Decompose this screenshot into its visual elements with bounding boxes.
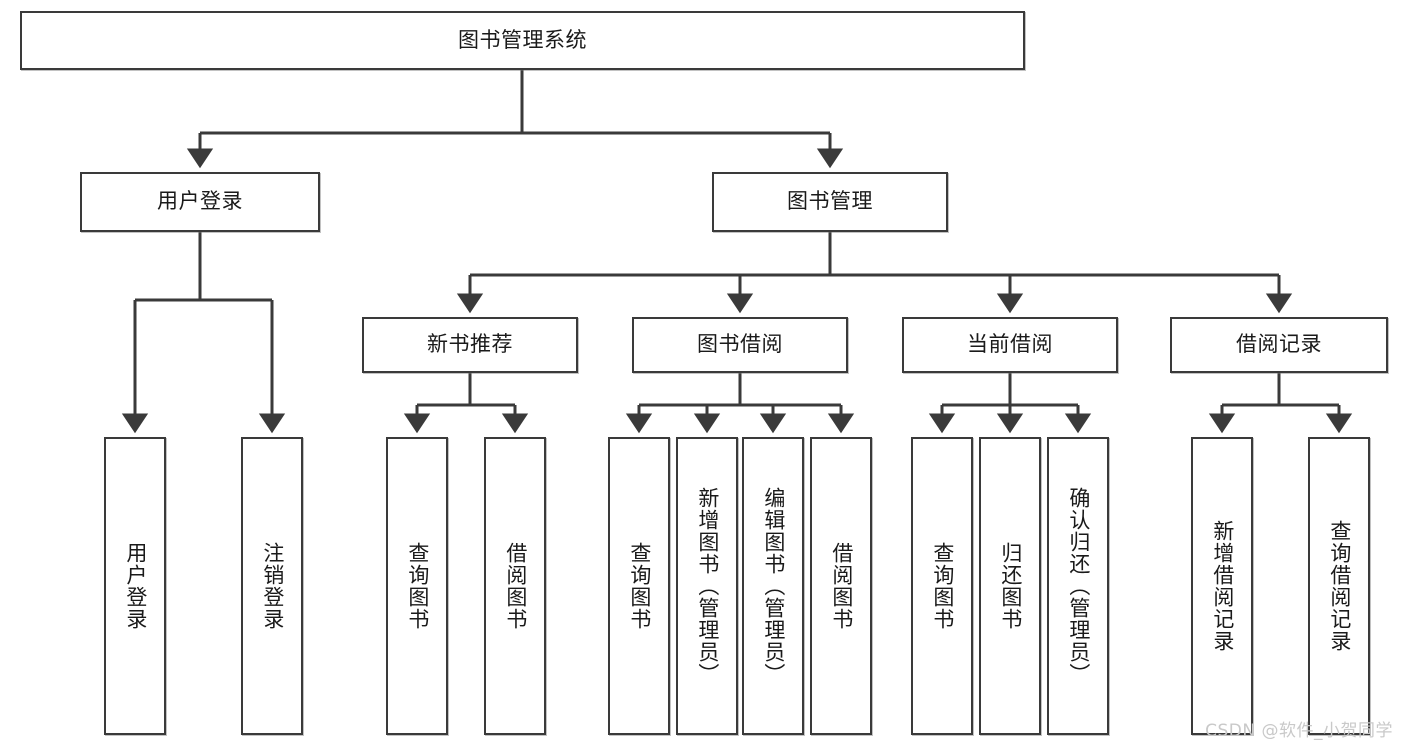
- node-book-borrow-label: 图书借阅: [697, 332, 783, 357]
- node-user-login-label: 用户登录: [157, 189, 243, 214]
- node-root[interactable]: 图书管理系统: [20, 11, 1025, 70]
- watermark: CSDN @软件_小贺同学: [1205, 721, 1393, 741]
- node-new-book-recommend[interactable]: 新书推荐: [362, 317, 578, 373]
- node-book-management-label: 图书管理: [787, 189, 873, 214]
- node-leaf-borrow-book-1-label: 借阅图书: [503, 542, 528, 630]
- node-current-borrow-label: 当前借阅: [967, 332, 1053, 357]
- node-borrow-record[interactable]: 借阅记录: [1170, 317, 1388, 373]
- node-leaf-query-record-label: 查询借阅记录: [1327, 520, 1352, 652]
- node-leaf-user-login[interactable]: 用户登录: [104, 437, 166, 735]
- node-leaf-edit-book-label: 编辑图书（管理员）: [761, 487, 786, 685]
- node-leaf-borrow-book-2-label: 借阅图书: [829, 542, 854, 630]
- node-leaf-add-record[interactable]: 新增借阅记录: [1191, 437, 1253, 735]
- node-borrow-record-label: 借阅记录: [1236, 332, 1322, 357]
- node-leaf-query-book-1[interactable]: 查询图书: [386, 437, 448, 735]
- node-leaf-confirm-return[interactable]: 确认归还（管理员）: [1047, 437, 1109, 735]
- node-leaf-confirm-return-label: 确认归还（管理员）: [1066, 487, 1091, 685]
- node-leaf-query-book-1-label: 查询图书: [405, 542, 430, 630]
- node-root-label: 图书管理系统: [458, 27, 587, 52]
- node-leaf-user-login-label: 用户登录: [123, 542, 148, 630]
- node-book-borrow[interactable]: 图书借阅: [632, 317, 848, 373]
- node-leaf-edit-book[interactable]: 编辑图书（管理员）: [742, 437, 804, 735]
- node-current-borrow[interactable]: 当前借阅: [902, 317, 1118, 373]
- node-new-book-recommend-label: 新书推荐: [427, 332, 513, 357]
- node-leaf-query-book-2[interactable]: 查询图书: [608, 437, 670, 735]
- node-leaf-logout-label: 注销登录: [260, 542, 285, 630]
- node-leaf-logout[interactable]: 注销登录: [241, 437, 303, 735]
- node-leaf-return-book-label: 归还图书: [998, 542, 1023, 630]
- node-leaf-add-record-label: 新增借阅记录: [1210, 520, 1235, 652]
- node-leaf-return-book[interactable]: 归还图书: [979, 437, 1041, 735]
- node-leaf-borrow-book-2[interactable]: 借阅图书: [810, 437, 872, 735]
- node-leaf-query-record[interactable]: 查询借阅记录: [1308, 437, 1370, 735]
- node-leaf-query-book-2-label: 查询图书: [627, 542, 652, 630]
- node-leaf-add-book-label: 新增图书（管理员）: [695, 487, 720, 685]
- node-leaf-add-book[interactable]: 新增图书（管理员）: [676, 437, 738, 735]
- node-leaf-query-book-3[interactable]: 查询图书: [911, 437, 973, 735]
- node-leaf-borrow-book-1[interactable]: 借阅图书: [484, 437, 546, 735]
- node-user-login[interactable]: 用户登录: [80, 172, 320, 232]
- node-leaf-query-book-3-label: 查询图书: [930, 542, 955, 630]
- node-book-management[interactable]: 图书管理: [712, 172, 948, 232]
